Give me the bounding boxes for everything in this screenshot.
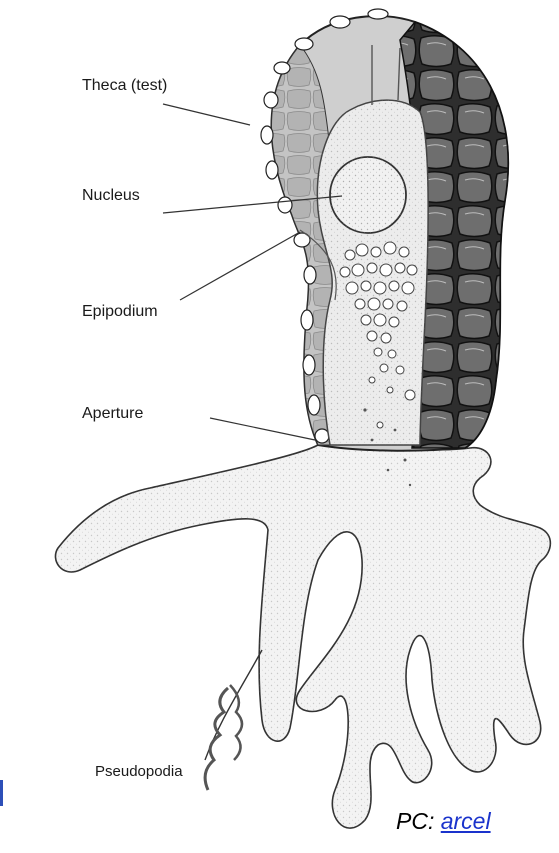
photo-credit-prefix: PC: — [396, 808, 441, 834]
edge-marker — [0, 780, 3, 806]
leader-aperture — [210, 418, 315, 440]
nucleus — [330, 157, 406, 233]
leader-theca — [163, 104, 250, 125]
label-theca: Theca (test) — [82, 77, 167, 95]
label-nucleus: Nucleus — [82, 187, 140, 205]
leader-epipodium — [180, 232, 300, 300]
label-epipodium: Epipodium — [82, 303, 158, 321]
photo-credit-link[interactable]: arcel — [441, 808, 491, 834]
label-pseudopodia: Pseudopodia — [95, 763, 183, 780]
label-aperture: Aperture — [82, 405, 143, 423]
photo-credit: PC: arcel — [396, 808, 491, 835]
